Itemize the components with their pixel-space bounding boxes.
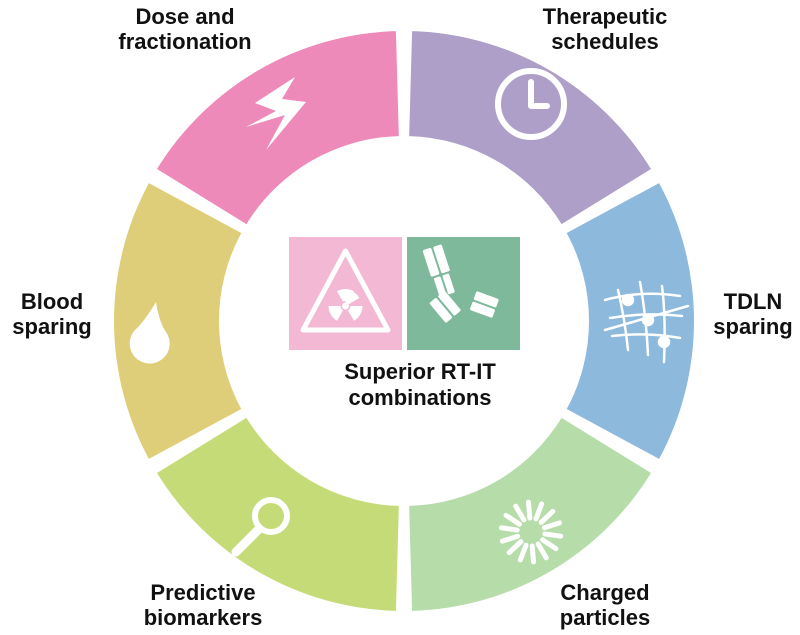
burst-ray xyxy=(540,537,559,552)
burst-ray xyxy=(498,525,520,533)
burst-ray xyxy=(529,543,537,565)
label-charged-particles: Charged particles xyxy=(559,580,651,630)
segment-blood-sparing xyxy=(113,183,242,459)
particle-burst-icon xyxy=(498,499,564,565)
clock-icon xyxy=(495,68,567,140)
segment-tdln-sparing xyxy=(566,183,694,459)
lymph-network-icon xyxy=(603,280,690,364)
center-icons xyxy=(289,237,520,350)
label-blood-sparing: Blood sparing xyxy=(12,289,92,339)
burst-ray xyxy=(542,531,564,539)
burst-ray xyxy=(538,508,556,525)
burst-ray xyxy=(525,499,533,521)
burst-ray xyxy=(503,512,522,527)
radiation-warning-icon xyxy=(300,248,391,333)
center-label: Superior RT-IT combinations xyxy=(344,359,496,410)
burst-ray xyxy=(533,501,545,522)
segment-dose-and-fractionation xyxy=(156,31,399,225)
burst-ray xyxy=(506,539,524,556)
burst-ray xyxy=(535,541,549,561)
segment-ring xyxy=(113,31,694,611)
segment-predictive-biomarkers xyxy=(156,417,399,611)
magnifier-icon xyxy=(231,497,290,557)
antibody-icon xyxy=(422,244,499,323)
burst-ray xyxy=(541,520,563,531)
label-therapeutic-schedules: Therapeutic schedules xyxy=(542,4,668,54)
blood-drop-icon xyxy=(129,302,170,364)
burst-ray xyxy=(517,542,529,563)
burst-ray xyxy=(499,533,521,544)
lightning-bolt-icon xyxy=(246,77,306,150)
label-dose-and-fractionation: Dose and fractionation xyxy=(118,4,252,54)
label-tdln-sparing: TDLN sparing xyxy=(713,289,793,339)
burst-ray xyxy=(513,503,527,523)
label-predictive-biomarkers: Predictive biomarkers xyxy=(143,580,263,630)
segment-therapeutic-schedules xyxy=(409,31,652,225)
